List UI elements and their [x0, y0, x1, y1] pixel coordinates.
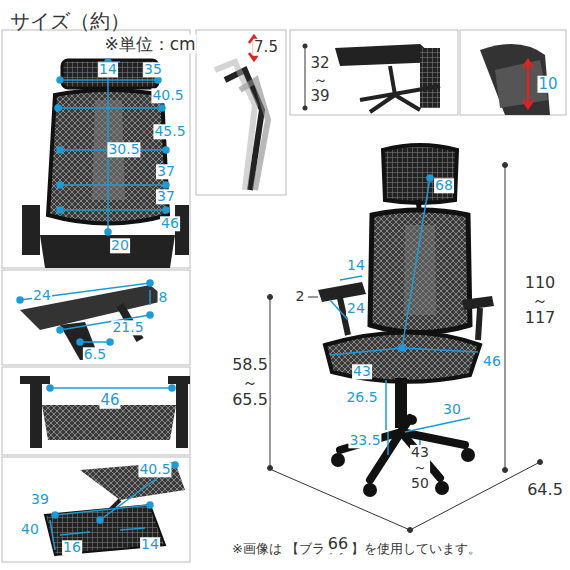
dimension-value: 110 ～ 117: [524, 274, 557, 327]
dimension-value: 33.5: [348, 433, 381, 448]
caption: ※画像は 【ブラック】を使用しています。: [232, 541, 481, 557]
dimension-value: 46: [99, 392, 120, 409]
dimension-value: 43: [352, 364, 372, 379]
dimension-value: 64.5: [526, 481, 564, 499]
dimension-value: 14: [140, 537, 160, 552]
dimension-value: 46: [482, 354, 502, 369]
dimension-value: 24: [346, 301, 366, 316]
dimension-value: 58.5 ～ 65.5: [231, 356, 269, 409]
dimension-value: 14: [98, 62, 118, 77]
dimension-value: 24: [32, 288, 52, 303]
dimension-value: 40.5: [151, 88, 184, 103]
dimension-value: 32 ～ 39: [309, 55, 330, 105]
dimension-value: 2: [295, 289, 306, 304]
dimension-value: 66: [327, 535, 349, 553]
title: サイズ（約）: [10, 10, 130, 32]
dimension-value: 40.5: [138, 462, 171, 477]
dimension-value: 45.5: [153, 124, 186, 139]
dimension-value: 14: [346, 258, 366, 273]
dimension-value: 10: [537, 76, 558, 93]
dimension-value: 37: [156, 189, 176, 204]
dimension-value: 35: [143, 62, 163, 77]
dimension-value: 8: [158, 290, 169, 305]
dimension-value: 16: [62, 540, 82, 555]
dimension-value: 30.5: [107, 142, 140, 157]
dimension-value: 21.5: [111, 320, 144, 335]
dimension-value: 6.5: [83, 347, 107, 362]
dimension-value: 43 ～ 50: [410, 445, 430, 491]
dimension-value: 26.5: [345, 390, 378, 405]
dimension-value: 30: [442, 402, 462, 417]
dimension-value: 37: [156, 164, 176, 179]
dimension-value: 20: [110, 238, 130, 253]
dimension-value: 40: [20, 522, 40, 537]
dimension-value: 39: [30, 492, 50, 507]
dimension-value: 68: [434, 178, 454, 193]
dimension-value: 7.5: [253, 39, 279, 56]
dimension-value: 46: [160, 216, 180, 231]
unit-note: ※単位：cm: [103, 35, 196, 54]
